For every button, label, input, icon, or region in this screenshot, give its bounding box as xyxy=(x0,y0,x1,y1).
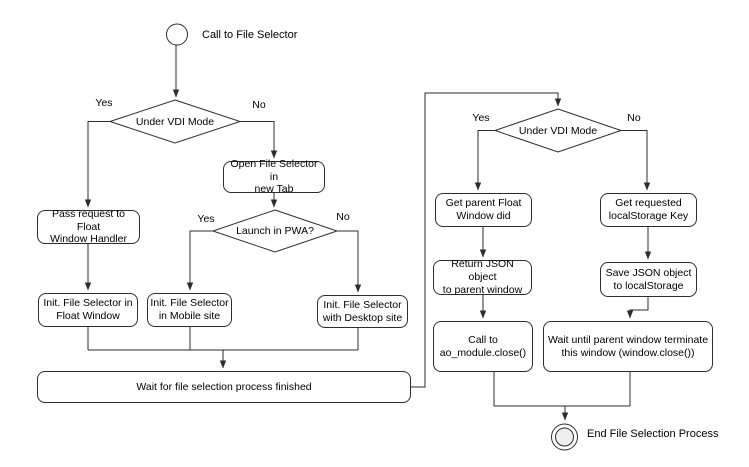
process-wait-file-selection-finished: Wait for file selection process finished xyxy=(37,371,411,403)
edge-close-merge xyxy=(493,372,631,407)
process-return-json-to-parent: Return JSON object to parent window xyxy=(433,258,532,296)
decision-under-vdi-mode-left xyxy=(108,99,242,144)
process-init-file-selector-mobile-site: Init. File Selector in Mobile site xyxy=(147,293,232,327)
edge-vdi-left-no xyxy=(240,121,278,159)
process-init-file-selector-desktop-site: Init. File Selector with Desktop site xyxy=(317,295,408,328)
edge-label-yes-vdi-left: Yes xyxy=(95,97,113,109)
edge-label-no-vdi-right: No xyxy=(627,112,641,124)
edge-pwa-no xyxy=(337,230,362,293)
edge-save-to-wait-terminate xyxy=(626,297,649,319)
edge-label-yes-pwa: Yes xyxy=(197,213,215,225)
start-terminator-circle xyxy=(166,23,188,46)
edge-init-merge xyxy=(87,327,359,351)
decision-launch-in-pwa xyxy=(211,209,339,253)
process-wait-parent-terminate-window: Wait until parent window terminate this … xyxy=(543,321,713,372)
edge-label-no-pwa: No xyxy=(336,211,350,223)
edge-vdi-right-no xyxy=(621,130,651,191)
edge-label-no-vdi-left: No xyxy=(252,99,266,111)
process-call-ao-module-close: Call to ao_module.close() xyxy=(433,321,533,372)
process-init-file-selector-float-window: Init. File Selector in Float Window xyxy=(38,293,138,327)
process-open-file-selector-new-tab: Open File Selector in new Tab xyxy=(223,158,325,195)
end-terminator-inner-circle xyxy=(555,427,574,447)
edge-pwa-yes xyxy=(186,230,213,291)
edge-vdi-right-yes xyxy=(474,130,495,191)
decision-under-vdi-mode-left-label: Under VDI Mode xyxy=(135,115,215,128)
edge-wait-to-vdi-right xyxy=(411,92,562,388)
edge-label-yes-vdi-right: Yes xyxy=(472,112,490,124)
edge-vdi-left-yes xyxy=(84,121,110,208)
process-get-requested-localstorage-key: Get requested localStorage Key xyxy=(600,193,697,227)
decision-launch-in-pwa-label: Launch in PWA? xyxy=(236,225,314,237)
process-save-json-to-localstorage: Save JSON object to localStorage xyxy=(600,262,697,297)
process-get-parent-float-window-did: Get parent Float Window did xyxy=(435,193,532,227)
start-label: Call to File Selector xyxy=(202,28,298,41)
decision-under-vdi-mode-right xyxy=(493,108,623,153)
process-pass-request: Pass request to Float Window Handler xyxy=(37,208,140,245)
decision-under-vdi-mode-right-label: Under VDI Mode xyxy=(518,124,598,137)
end-label: End File Selection Process xyxy=(587,428,719,440)
